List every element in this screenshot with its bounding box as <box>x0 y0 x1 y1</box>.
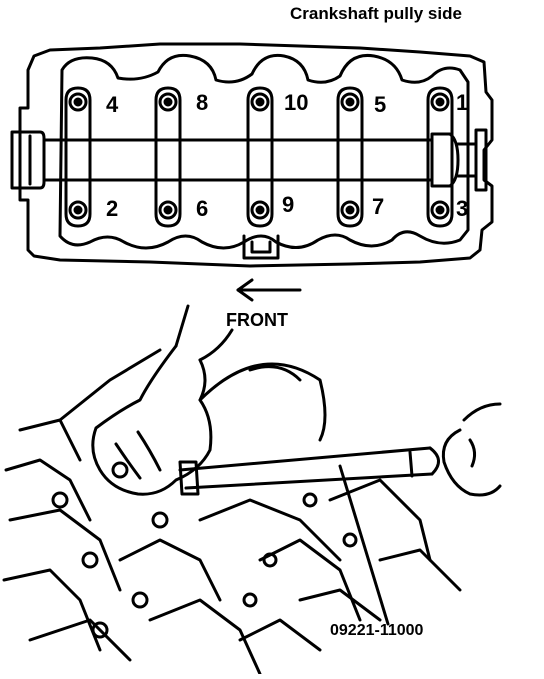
front-arrow-icon <box>236 278 302 302</box>
bolt-order-label: 7 <box>372 194 384 219</box>
cylinder-head-outline <box>18 42 494 268</box>
tool-part-number: 09221-11000 <box>330 622 424 639</box>
bolt-order-label: 1 <box>456 90 468 115</box>
bolt-order-label: 2 <box>106 196 118 221</box>
tightening-sequence-bottom: 2 6 9 7 3 <box>106 192 468 221</box>
camshaft <box>10 128 488 192</box>
head-bolts <box>68 92 450 220</box>
bolt-order-label: 5 <box>374 92 386 117</box>
front-label: FRONT <box>226 310 288 330</box>
bolt-order-label: 6 <box>196 196 208 221</box>
bearing-caps <box>64 86 454 228</box>
bolt-order-label: 3 <box>456 196 468 221</box>
bolt-order-label: 10 <box>284 90 308 115</box>
torque-wrench-illustration <box>2 304 502 676</box>
bolt-order-label: 4 <box>106 92 119 117</box>
tightening-sequence-top: 4 8 10 5 1 <box>106 90 468 117</box>
diagram-title: Crankshaft pully side <box>290 4 462 23</box>
bolt-order-label: 8 <box>196 90 208 115</box>
bolt-order-label: 9 <box>282 192 294 217</box>
